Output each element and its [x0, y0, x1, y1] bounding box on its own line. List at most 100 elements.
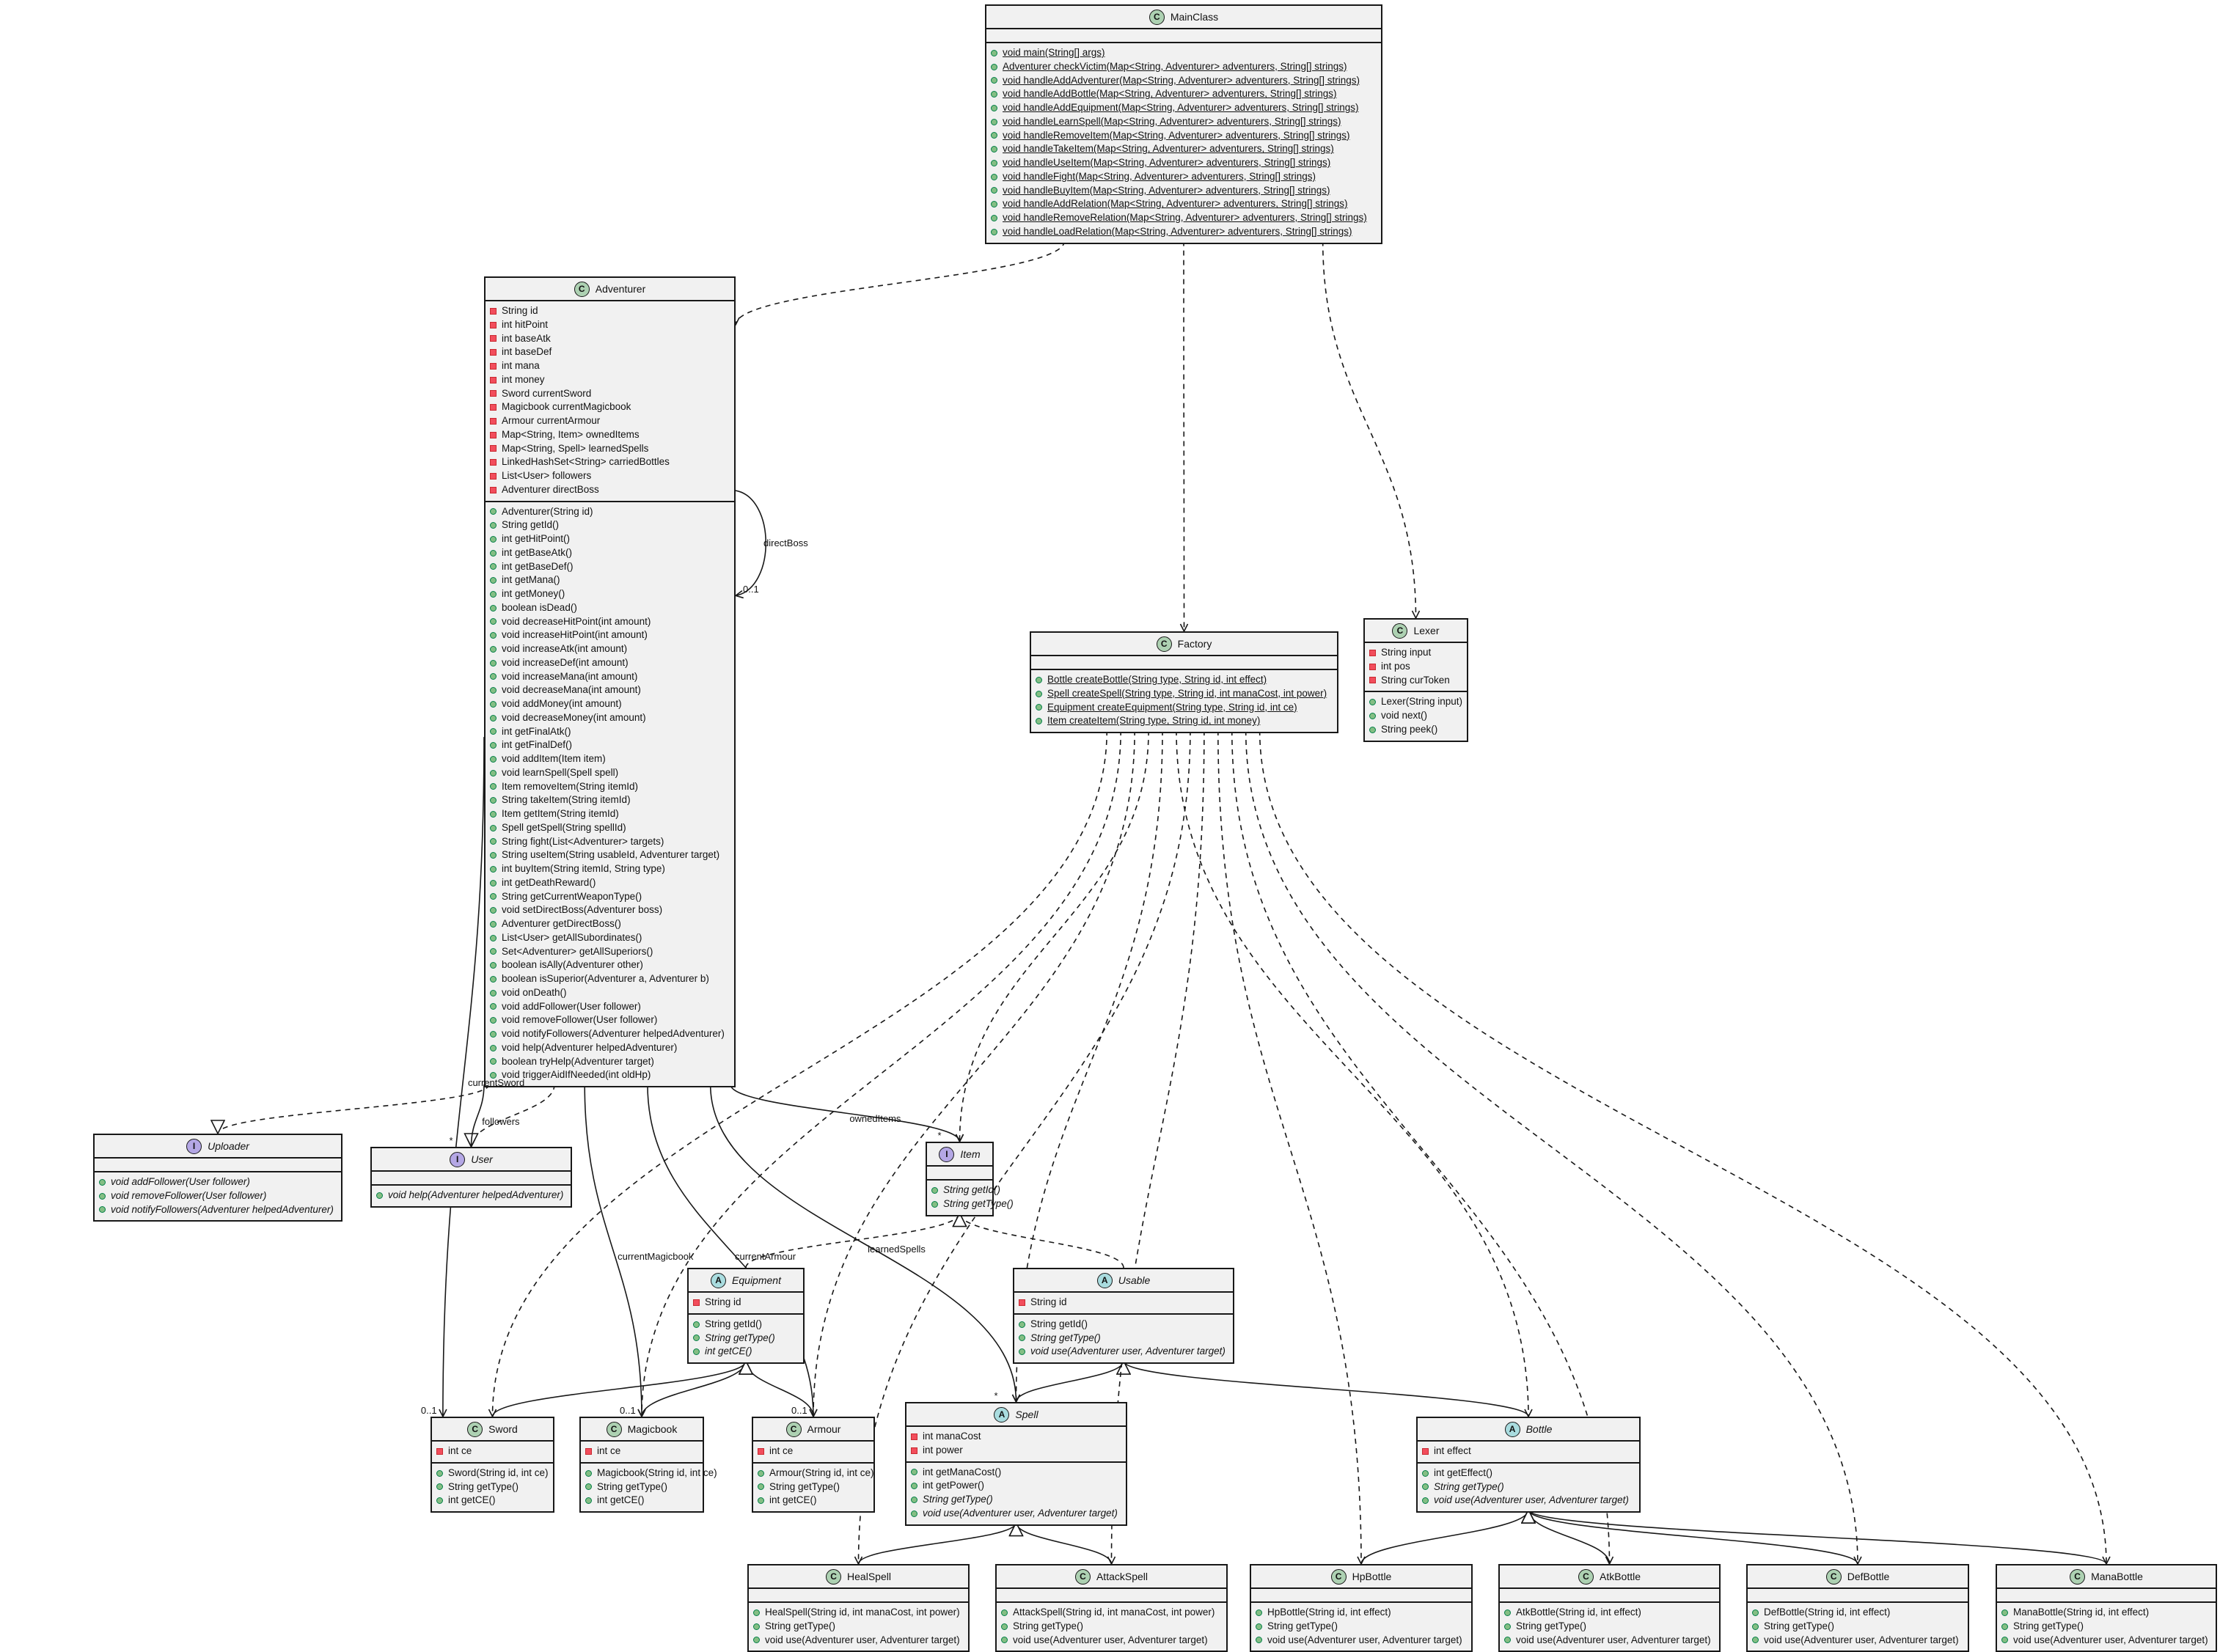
fields-section: [1997, 1587, 2216, 1601]
member-signature: void onDeath(): [502, 986, 567, 998]
member-signature: Equipment createEquipment(String type, S…: [1047, 701, 1297, 713]
public-visibility-icon: [490, 838, 497, 845]
member-signature: ManaBottle(String id, int effect): [2013, 1607, 2150, 1618]
public-member: void handleTakeItem(Map<String, Adventur…: [986, 142, 1381, 156]
interface-badge-icon: I: [450, 1151, 466, 1167]
edge-dependency-factory-to-manabottle: [1259, 730, 2106, 1564]
member-signature: Sword(String id, int ce): [448, 1466, 549, 1478]
public-member: void handleAddRelation(Map<String, Adven…: [986, 197, 1381, 211]
member-signature: Spell getSpell(String spellId): [502, 821, 626, 833]
public-member: void use(Adventurer user, Adventurer tar…: [997, 1634, 1226, 1648]
member-signature: void help(Adventurer helpedAdventurer): [388, 1189, 564, 1200]
member-signature: int mana: [502, 360, 540, 371]
public-visibility-icon: [490, 563, 497, 570]
public-member: void handleRemoveItem(Map<String, Advent…: [986, 129, 1381, 143]
public-member: Item createItem(String type, String id, …: [1031, 714, 1337, 728]
edge-label: followers: [482, 1115, 520, 1127]
public-visibility-icon: [1001, 1623, 1008, 1630]
public-visibility-icon: [991, 214, 997, 221]
public-member: String getId(): [689, 1318, 803, 1332]
member-signature: boolean isDead(): [502, 601, 577, 613]
public-visibility-icon: [693, 1321, 700, 1328]
public-member: void use(Adventurer user, Adventurer tar…: [1500, 1634, 1719, 1648]
edge-label: directBoss: [763, 537, 808, 548]
public-member: void use(Adventurer user, Adventurer tar…: [1748, 1634, 1968, 1648]
private-member: int ce: [581, 1444, 703, 1458]
methods-section: String getId()String getType()void use(A…: [1014, 1313, 1233, 1362]
fields-section: [997, 1587, 1226, 1601]
edge-label: ownedItems: [849, 1113, 901, 1124]
public-visibility-icon: [1256, 1623, 1262, 1630]
member-signature: void decreaseMana(int amount): [502, 684, 641, 696]
member-signature: int money: [502, 373, 545, 385]
fields-section: int ce: [432, 1440, 553, 1462]
public-member: String getType(): [1014, 1332, 1233, 1346]
private-member: int ce: [432, 1444, 553, 1458]
public-member: void use(Adventurer user, Adventurer tar…: [749, 1634, 968, 1648]
public-member: void triggerAidIfNeeded(int oldHp): [486, 1068, 734, 1082]
public-member: int getCE(): [689, 1345, 803, 1359]
member-signature: String getType(): [448, 1480, 519, 1492]
public-member: Lexer(String input): [1365, 695, 1467, 709]
edge-association-adventurer-to-adventurer: [736, 490, 767, 595]
public-visibility-icon: [991, 118, 997, 125]
public-member: String getType(): [753, 1480, 873, 1494]
class-name: User: [471, 1153, 493, 1165]
member-signature: void notifyFollowers(Adventurer helpedAd…: [111, 1203, 334, 1215]
public-member: int getFinalDef(): [486, 738, 734, 752]
public-member: Adventurer getDirectBoss(): [486, 917, 734, 931]
member-signature: int hitPoint: [502, 318, 549, 330]
public-visibility-icon: [490, 879, 497, 886]
public-visibility-icon: [490, 783, 497, 790]
private-visibility-icon: [490, 349, 497, 356]
member-signature: Lexer(String input): [1381, 696, 1463, 708]
class-badge-icon: C: [1578, 1568, 1594, 1585]
public-member: boolean isDead(): [486, 601, 734, 615]
private-visibility-icon: [1019, 1299, 1025, 1306]
public-member: String takeItem(String itemId): [486, 793, 734, 807]
private-visibility-icon: [490, 376, 497, 383]
public-member: Sword(String id, int ce): [432, 1466, 553, 1480]
member-signature: int baseDef: [502, 346, 552, 358]
public-member: void removeFollower(User follower): [486, 1013, 734, 1027]
public-member: String getType(): [927, 1197, 1014, 1211]
public-member: void setDirectBoss(Adventurer boss): [486, 903, 734, 917]
public-visibility-icon: [931, 1186, 938, 1194]
public-visibility-icon: [490, 535, 497, 543]
public-member: String getType(): [1748, 1620, 1968, 1634]
member-signature: int getMoney(): [502, 588, 565, 599]
fields-section: int effect: [1418, 1440, 1639, 1462]
public-member: void notifyFollowers(Adventurer helpedAd…: [95, 1203, 341, 1217]
member-signature: String getType(): [923, 1494, 993, 1505]
edge-multiplicity: *: [449, 1135, 453, 1146]
public-visibility-icon: [490, 714, 497, 722]
private-member: LinkedHashSet<String> carriedBottles: [486, 455, 734, 469]
methods-section: AtkBottle(String id, int effect)String g…: [1500, 1601, 1719, 1651]
methods-section: Lexer(String input)void next()String pee…: [1365, 691, 1467, 740]
public-visibility-icon: [1422, 1469, 1429, 1477]
member-signature: void triggerAidIfNeeded(int oldHp): [502, 1069, 651, 1081]
public-member: String getType(): [1418, 1480, 1639, 1494]
private-visibility-icon: [1422, 1447, 1429, 1455]
class-name: HpBottle: [1352, 1570, 1392, 1582]
public-visibility-icon: [2001, 1637, 2008, 1644]
public-visibility-icon: [376, 1192, 383, 1199]
public-member: HealSpell(String id, int manaCost, int p…: [749, 1606, 968, 1620]
public-visibility-icon: [1036, 704, 1042, 711]
fields-section: [1031, 655, 1337, 669]
member-signature: int getFinalDef(): [502, 739, 573, 751]
public-member: int getDeathReward(): [486, 876, 734, 890]
member-signature: int power: [923, 1444, 963, 1455]
member-signature: String getType(): [1030, 1332, 1101, 1343]
public-visibility-icon: [991, 49, 997, 56]
public-member: void use(Adventurer user, Adventurer tar…: [1997, 1634, 2216, 1648]
